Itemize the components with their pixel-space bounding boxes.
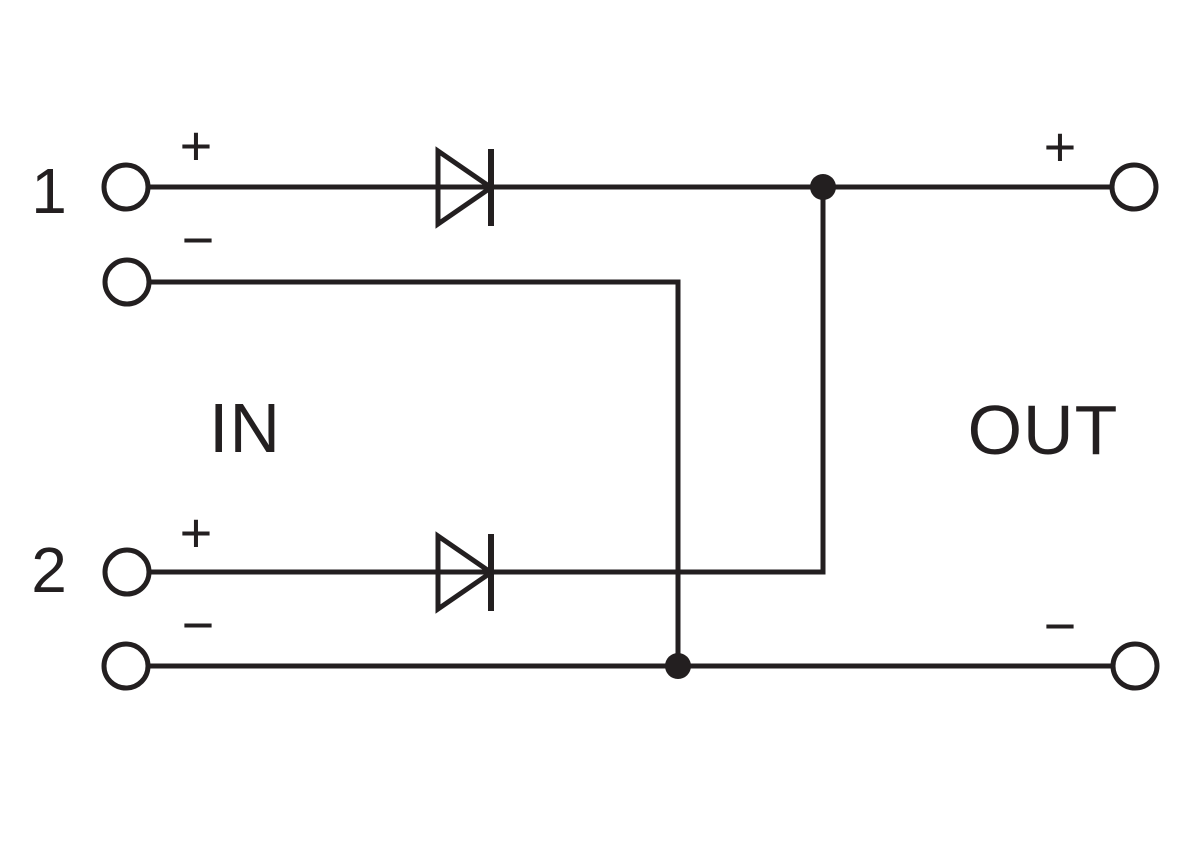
- terminal-output-plus-icon: [1109, 162, 1159, 212]
- terminal-output-minus-icon: [1110, 641, 1160, 691]
- diode-1-anode-triangle: [435, 146, 496, 229]
- minus-label-input1: −: [182, 208, 215, 271]
- minus-label-input2: −: [182, 593, 215, 656]
- terminal-input1-plus-icon: [101, 162, 151, 212]
- diode-2-anode-triangle: [435, 531, 496, 614]
- label-input-1: 1: [31, 155, 67, 227]
- plus-label-output: +: [1044, 115, 1077, 178]
- label-input-2: 2: [31, 534, 67, 606]
- terminal-input2-minus-icon: [101, 641, 151, 691]
- junction-dot-bottom-icon: [665, 653, 691, 679]
- diode-2-icon: [435, 531, 496, 614]
- terminal-input1-minus-icon: [102, 257, 152, 307]
- diode-1-icon: [435, 146, 496, 229]
- terminal-input2-plus-icon: [102, 547, 152, 597]
- wire-input1-negative-down: [149, 279, 681, 666]
- plus-label-input1: +: [180, 114, 213, 177]
- minus-label-output: −: [1044, 594, 1077, 657]
- label-out: OUT: [968, 391, 1119, 469]
- label-in: IN: [209, 389, 281, 467]
- plus-label-input2: +: [180, 501, 213, 564]
- wire-input2-positive-up: [149, 187, 826, 575]
- junction-dot-top-icon: [810, 174, 836, 200]
